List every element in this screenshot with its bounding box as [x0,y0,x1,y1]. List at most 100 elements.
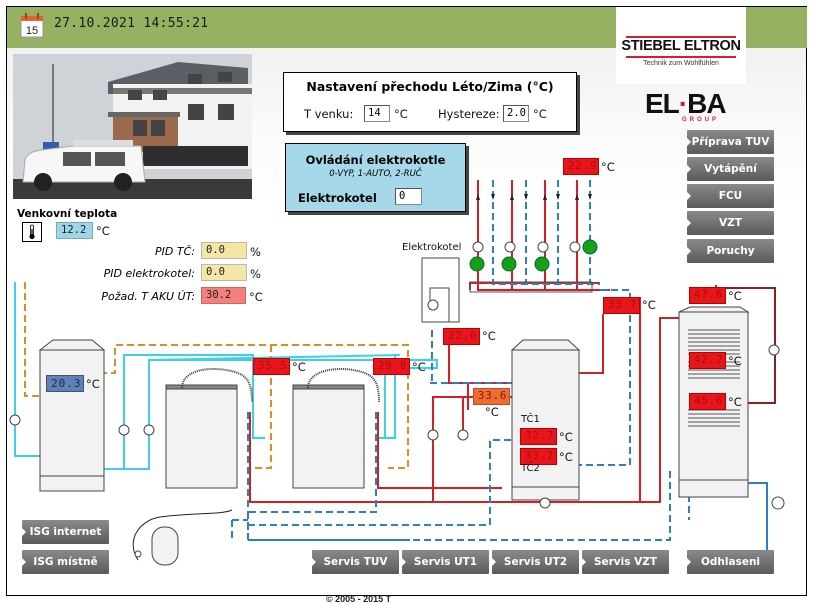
service-ut2-button[interactable]: Servis UT2 [492,550,579,574]
t-outside-label: T venku: [304,107,354,121]
temp-tc1: 32.7 [520,428,557,445]
logo-line-bottom [626,56,736,58]
pid-boiler-label: PID elektrokotel: [103,267,195,280]
pid-tc-label: PID TČ: [155,245,195,258]
thermometer-icon [22,222,42,242]
building-photo-drawing [13,54,252,199]
elba-logo-dot: · [678,88,688,119]
service-tuv-button[interactable]: Servis TUV [312,550,399,574]
heat-pump-2 [292,368,380,489]
pump-icon [9,414,21,426]
logo-tagline: Technik zum Wohlfühlen [643,60,719,67]
pid-boiler-value: 0.0 [201,264,247,281]
tc2-label: TČ2 [521,463,540,474]
t-outside-input[interactable]: 14 [364,105,390,122]
logo-line-top [626,36,736,38]
electric-boiler-label: Elektrokotel [402,242,462,253]
unit: °C [559,450,573,464]
building-photo [13,54,252,199]
elba-logo-part1: EL [645,88,680,119]
outside-temp-title: Venkovní teplota [17,208,118,220]
outside-temp-unit: °C [96,224,110,238]
expansion-vessel [134,526,179,566]
pump-icon [537,241,549,253]
cold-storage-tank [38,339,106,492]
pump-icon [539,497,551,509]
boiler-control-panel: Ovládání elektrokotle 0-VYP, 1-AUTO, 2-R… [285,143,466,212]
hysteresis-unit: °C [533,107,547,121]
logout-button[interactable]: Odhlaseni [687,550,774,574]
nav-faults-button[interactable]: Poruchy [687,239,774,263]
required-temp-value: 30.2 [201,287,246,304]
outside-temp-value: 12.2 [56,222,93,239]
hysteresis-label: Hystereze: [438,107,500,121]
isg-local-button[interactable]: ISG místně [22,550,109,574]
logo-text: STIEBEL ELTRON [621,38,741,54]
pump-icon [472,241,484,253]
flow-arrows [476,194,592,200]
season-switch-title: Nastavení přechodu Léto/Zima (°C) [306,79,554,94]
unit: °C [642,298,656,312]
nav-dhw-preparation-button[interactable]: Příprava TUV [687,130,774,154]
pump-status-on-icon [501,256,517,272]
pump-icon [569,241,581,253]
boiler-mode-input[interactable]: 0 [395,188,422,205]
pump-icon [118,424,130,436]
temp-electric-boiler: 22.6 [443,328,480,345]
temp-distributor-top: 22.9 [563,158,599,175]
temp-heat-pump-1: 35.5 [253,358,290,375]
pump-icon [457,429,469,441]
pump-status-on-icon [582,239,598,255]
footer-copyright: © 2005 - 2015 T [326,594,392,604]
boiler-control-title: Ovládání elektrokotle [305,153,446,167]
pid-tc-value: 0.0 [201,242,247,259]
heat-pump-1 [165,368,253,489]
service-vzt-button[interactable]: Servis VZT [582,550,669,574]
pump-icon [143,424,155,436]
nav-fcu-button[interactable]: FCU [687,184,774,208]
temp-heat-pump-2: 29.8 [373,358,410,375]
stiebel-eltron-logo: STIEBEL ELTRON Technik zum Wohlfühlen [616,7,746,84]
required-temp-unit: °C [249,290,263,304]
elba-logo: EL·BA [645,88,727,120]
elba-logo-part2: BA [687,88,726,119]
season-switch-panel: Nastavení přechodu Léto/Zima (°C) T venk… [283,72,577,132]
tc1-label: TČ1 [521,414,540,425]
dhw-expansion-vessel [771,496,785,510]
unit: °C [601,160,615,174]
nav-heating-button[interactable]: Vytápění [687,157,774,181]
electric-boiler [421,257,460,323]
dhw-cold-pipe [748,482,768,570]
t-outside-unit: °C [394,107,408,121]
pump-status-on-icon [534,256,550,272]
temp-dhw-bottom: 45.6 [689,393,726,410]
boiler-mode-label: Elektrokotel [298,191,377,205]
service-ut1-button[interactable]: Servis UT1 [402,550,489,574]
pump-status-on-icon [469,256,485,272]
pid-boiler-unit: % [250,267,261,281]
pump-status-lights [469,239,598,272]
temp-distributor-return: 33.7 [603,297,640,314]
hysteresis-input[interactable]: 2.0 [503,105,529,122]
temp-buffer-inlet: 33.6 [473,388,510,405]
boiler-control-subtitle: 0-VYP, 1-AUTO, 2-RUČ [329,169,422,179]
unit: °C [412,360,426,374]
unit: °C [559,430,573,444]
pump-icon [768,344,780,356]
nav-vzt-button[interactable]: VZT [687,211,774,235]
unit: °C [292,360,306,374]
temp-dhw-top: 47.6 [689,287,726,304]
temp-cold-tank: 20.3 [46,375,84,392]
buffer-tank [510,339,581,501]
required-temp-label: Požad. T AKU ÚT: [101,290,195,303]
unit: °C [86,377,100,391]
distributor-header [469,281,593,293]
calendar-day: 15 [26,25,38,37]
isg-internet-button[interactable]: ISG internet [22,520,109,544]
elba-logo-group: GROUP [682,117,720,123]
unit: °C [728,395,742,409]
unit: °C [482,329,496,343]
temp-dhw-middle: 42.2 [689,352,726,369]
pump-icon [504,241,516,253]
